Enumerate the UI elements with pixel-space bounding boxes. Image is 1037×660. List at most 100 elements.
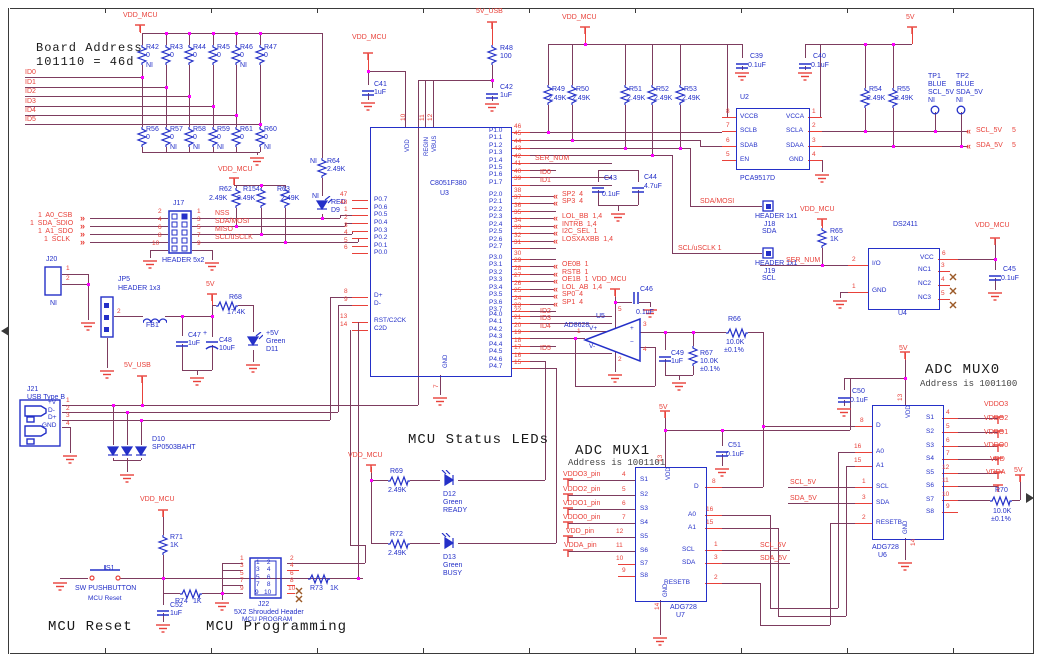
label: P0.5 <box>374 211 388 218</box>
label: U2 <box>740 94 749 101</box>
wire <box>236 208 237 226</box>
rotated-label: 13 <box>897 393 904 401</box>
wire <box>440 375 441 395</box>
label: 1 <box>577 328 581 335</box>
wire <box>512 338 530 339</box>
wire <box>822 248 823 265</box>
wire <box>352 330 368 331</box>
label: HEADER 1x1 <box>755 260 798 267</box>
wire <box>350 545 365 546</box>
label: U6 <box>878 552 887 559</box>
label: S1 <box>640 476 648 483</box>
label: S1 <box>926 414 934 421</box>
resistor <box>207 127 219 152</box>
wire <box>317 8 318 13</box>
wire <box>371 480 388 481</box>
wire <box>741 8 742 13</box>
label: R52 <box>656 86 669 93</box>
wire <box>512 148 530 149</box>
power-symbol <box>992 439 1004 457</box>
wire <box>722 515 770 516</box>
wire <box>615 297 616 329</box>
label: P1.0 <box>489 127 503 134</box>
resistor <box>316 158 328 183</box>
label: MISO <box>215 226 233 233</box>
wire <box>141 420 142 445</box>
resistor <box>687 346 699 371</box>
label: 35 <box>514 209 522 216</box>
label: GND <box>872 287 887 294</box>
label: + <box>203 330 208 337</box>
wire <box>352 200 368 201</box>
label: 1K <box>170 542 179 549</box>
label: P0.7 <box>374 196 388 203</box>
label: 1 SCLK <box>44 236 71 243</box>
wire <box>598 190 599 205</box>
label: VDD_MCU <box>562 14 597 21</box>
wire <box>166 87 167 127</box>
wire <box>942 473 958 474</box>
label: 37 <box>514 194 522 201</box>
label: J20 <box>46 256 58 263</box>
rotated-label: VDD <box>405 139 411 152</box>
label: VDD_pin <box>566 528 595 535</box>
wire <box>690 148 691 206</box>
junction-dot <box>692 331 695 334</box>
label: 5 <box>941 290 945 297</box>
label: SP3 4 <box>562 198 584 205</box>
label: SDA/MOSI <box>215 218 250 225</box>
label: SDAA <box>786 142 804 149</box>
label: 5 <box>240 570 244 577</box>
wire <box>62 420 330 421</box>
wire <box>995 239 996 259</box>
junction-dot <box>141 76 144 79</box>
no-connect-x <box>295 582 303 600</box>
label: 34 <box>514 217 522 224</box>
wire <box>705 515 722 516</box>
wire <box>942 446 958 447</box>
label: R73 <box>310 585 323 592</box>
wire <box>358 238 359 242</box>
label: R44 <box>193 44 206 51</box>
wire <box>285 208 286 242</box>
label: 13 <box>340 313 348 320</box>
label: 2 <box>852 256 856 263</box>
wire <box>893 108 894 146</box>
wire <box>722 430 723 446</box>
wire <box>760 625 830 626</box>
label: SP1 4 <box>562 299 584 306</box>
label: AD8628 <box>564 322 590 329</box>
label: 2.49K <box>388 487 407 494</box>
label: A1 <box>876 462 884 469</box>
label: U7 <box>676 612 685 619</box>
wire <box>322 218 340 219</box>
label: 18 <box>514 337 522 344</box>
wire <box>512 203 530 204</box>
wire <box>788 487 855 488</box>
label: OE0B 1 <box>562 261 589 268</box>
wire <box>1020 482 1021 500</box>
label: 11 <box>942 477 949 484</box>
wire <box>142 33 322 34</box>
wire <box>778 616 846 617</box>
wire <box>585 28 586 44</box>
label: Green <box>443 562 463 569</box>
label: VDD_MCU <box>218 166 253 173</box>
label: S3 <box>926 442 934 449</box>
resistor <box>486 45 498 70</box>
junction-dot <box>624 147 627 150</box>
wire <box>760 265 848 266</box>
resistor <box>216 299 238 317</box>
label: 5 <box>197 224 201 231</box>
label: 4 <box>344 229 348 236</box>
shrouded-header-5x2 <box>249 557 283 605</box>
wire <box>236 33 237 45</box>
label: RST/C2CK <box>374 317 407 324</box>
label: SCL <box>682 546 695 553</box>
wire <box>368 93 369 100</box>
label: « <box>966 141 972 151</box>
label: P3.5 <box>489 291 503 298</box>
ground-symbol <box>714 466 730 484</box>
label: 2 <box>344 214 348 221</box>
wire <box>371 473 372 543</box>
